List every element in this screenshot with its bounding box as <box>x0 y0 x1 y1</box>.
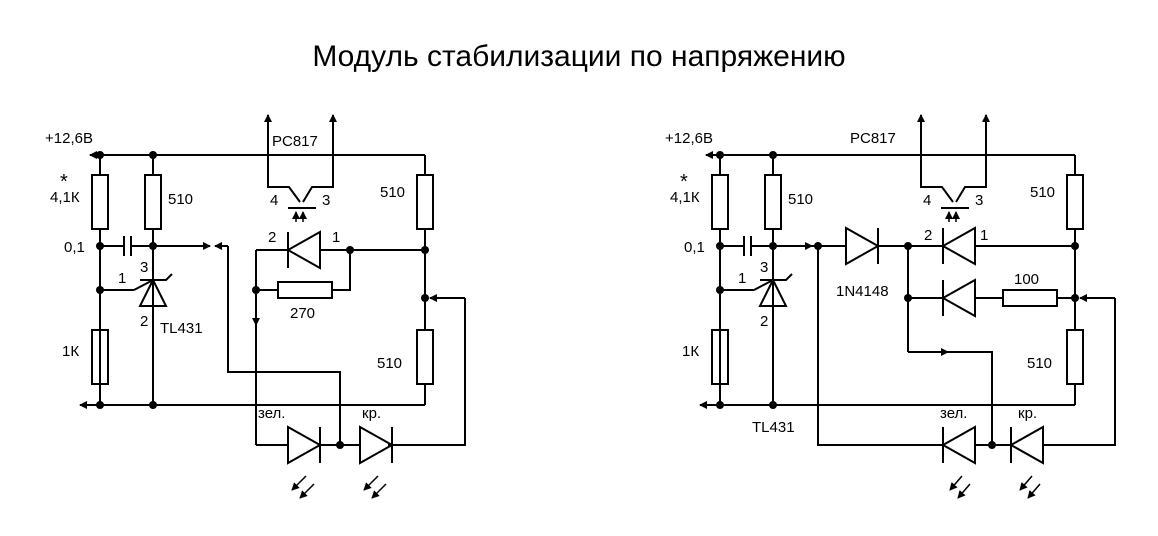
right-resistor-510-right-top-label: 510 <box>1030 184 1055 201</box>
left-opto-pin4: 4 <box>270 192 278 209</box>
right-diode-label: 1N4148 <box>836 283 889 300</box>
left-led-red <box>359 425 395 465</box>
right-tl431-label: TL431 <box>752 419 795 436</box>
right-resistor-100 <box>1002 289 1058 307</box>
right-resistor-510-top-label: 510 <box>788 191 813 208</box>
left-resistor-510-top <box>144 174 162 230</box>
left-opto-pin1: 1 <box>332 229 340 246</box>
left-resistor-4k1 <box>91 174 109 230</box>
right-resistor-510-right-top <box>1066 174 1084 230</box>
right-opto-pin3: 3 <box>975 192 983 209</box>
left-supply-label: +12,6В <box>45 130 93 147</box>
right-circuit: +12,6В * 4,1К 510 0,1 1 3 2 TL431 <box>665 114 1116 499</box>
left-led-green-label: зел. <box>258 405 285 422</box>
right-led-green-label: зел. <box>940 405 967 422</box>
left-resistor-510-right-top-label: 510 <box>380 184 405 201</box>
diagram-title: Модуль стабилизации по напряжению <box>312 40 846 73</box>
right-tl431-pin3: 3 <box>760 259 768 276</box>
right-capacitor-label: 0,1 <box>684 239 705 256</box>
right-resistor-1k-label: 1К <box>682 343 699 360</box>
left-capacitor-label: 0,1 <box>64 239 85 256</box>
left-resistor-510-top-label: 510 <box>168 191 193 208</box>
right-resistor-1k <box>711 329 729 385</box>
right-opto-pin1: 1 <box>980 227 988 244</box>
right-supply-label: +12,6В <box>665 130 713 147</box>
right-resistor-4k1 <box>711 174 729 230</box>
left-resistor-510-right-bottom <box>416 329 434 385</box>
right-led-red-label: кр. <box>1018 405 1037 422</box>
right-tl431-pin1: 1 <box>738 270 746 287</box>
right-tl431-symbol <box>758 277 788 307</box>
left-tl431-label: TL431 <box>160 320 203 337</box>
left-led-red-label: кр. <box>362 405 381 422</box>
right-resistor-510-top <box>764 174 782 230</box>
right-tl431-pin2: 2 <box>760 313 768 330</box>
right-opto-pin4: 4 <box>923 192 931 209</box>
right-star-mark: * <box>680 171 688 193</box>
left-tl431-pin1: 1 <box>118 270 126 287</box>
left-tl431-symbol <box>138 277 168 307</box>
left-led-green <box>287 425 323 465</box>
right-opto-pin2: 2 <box>924 227 932 244</box>
left-star-mark: * <box>60 171 68 193</box>
left-resistor-4k1-label: 4,1К <box>50 189 80 206</box>
left-resistor-1k-label: 1К <box>62 343 79 360</box>
left-opto-label: PC817 <box>272 133 318 150</box>
left-opto-pin2: 2 <box>268 229 276 246</box>
right-resistor-4k1-label: 4,1К <box>670 189 700 206</box>
left-tl431-pin3: 3 <box>140 259 148 276</box>
left-resistor-270 <box>277 281 333 299</box>
right-diode-1n4148 <box>845 226 881 266</box>
left-resistor-510-right-bottom-label: 510 <box>377 355 402 372</box>
left-resistor-510-right-top <box>416 174 434 230</box>
right-opto-label: PC817 <box>850 130 896 147</box>
left-opto-pin3: 3 <box>322 192 330 209</box>
right-resistor-100-label: 100 <box>1014 271 1039 288</box>
left-resistor-1k <box>91 329 109 385</box>
left-tl431-pin2: 2 <box>140 313 148 330</box>
right-resistor-510-right-bottom-label: 510 <box>1027 355 1052 372</box>
left-circuit: +12,6В * 4,1К 510 0,1 1 3 2 <box>45 114 466 499</box>
right-resistor-510-right-bottom <box>1066 329 1084 385</box>
left-resistor-270-label: 270 <box>290 305 315 322</box>
